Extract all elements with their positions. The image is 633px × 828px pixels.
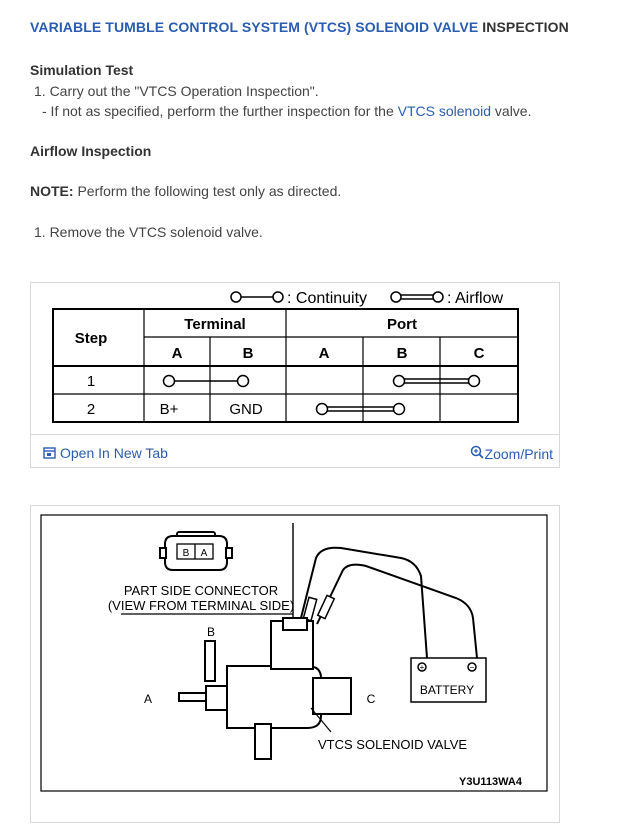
- solenoid-diagram-image: B A PART SIDE CONNECTOR (VIEW FROM TERMI…: [40, 514, 548, 792]
- zoom-print-label: Zoom/Print: [484, 446, 553, 462]
- legend-airflow-node-right: [432, 291, 444, 303]
- diagram-figure: B A PART SIDE CONNECTOR (VIEW FROM TERMI…: [30, 505, 560, 823]
- solenoid-valve: [178, 617, 352, 760]
- row-2-terminal-a: B+: [160, 401, 179, 418]
- battery-label: BATTERY: [420, 683, 474, 697]
- part-side-connector: [159, 531, 233, 571]
- legend-continuity-node-left: [230, 291, 242, 303]
- legend-airflow-node-left: [390, 291, 402, 303]
- airflow-step-1: 1. Remove the VTCS solenoid valve.: [34, 224, 263, 240]
- open-new-tab-link[interactable]: Open In New Tab: [43, 445, 168, 461]
- open-new-tab-label: Open In New Tab: [60, 445, 168, 461]
- vtcs-solenoid-link[interactable]: VTCS solenoid: [397, 103, 492, 119]
- header-port-b: B: [397, 345, 408, 362]
- simulation-heading: Simulation Test: [30, 62, 134, 78]
- table-figure: : Continuity : Airflow Step Terminal Por…: [30, 282, 560, 468]
- port-a-label: A: [144, 692, 152, 706]
- battery-minus-icon: −: [470, 663, 475, 672]
- simulation-substep: - If not as specified, perform the furth…: [42, 103, 531, 119]
- header-port: Port: [387, 316, 417, 333]
- page-title-main: VARIABLE TUMBLE CONTROL SYSTEM (VTCS) SO…: [30, 19, 479, 35]
- table-grid: [52, 308, 519, 423]
- header-terminal-b: B: [243, 345, 254, 362]
- valve-label: VTCS SOLENOID VALVE: [318, 737, 467, 752]
- row-1-step: 1: [87, 373, 95, 390]
- header-terminal: Terminal: [184, 316, 245, 333]
- substep-prefix: - If not as specified, perform the furth…: [42, 103, 398, 119]
- port-b-label: B: [207, 625, 215, 639]
- note: NOTE: Perform the following test only as…: [30, 183, 341, 199]
- test-leads: [300, 546, 478, 659]
- battery-plus-icon: +: [420, 663, 425, 672]
- note-text: Perform the following test only as direc…: [73, 183, 342, 199]
- header-terminal-a: A: [172, 345, 183, 362]
- header-step: Step: [75, 330, 108, 347]
- table-figure-toolbar: Open In New Tab Zoom/Print: [31, 434, 559, 467]
- zoom-icon: [470, 445, 484, 459]
- header-port-a: A: [319, 345, 330, 362]
- probe-tips: [302, 594, 336, 622]
- legend: [230, 291, 444, 303]
- legend-continuity-node-right: [272, 291, 284, 303]
- row-1-airflow-symbol: [392, 374, 481, 388]
- connector-pin-a: A: [201, 548, 208, 559]
- row-2-step: 2: [87, 401, 95, 418]
- zoom-print-link[interactable]: Zoom/Print: [470, 445, 553, 462]
- page-title-suffix: INSPECTION: [478, 19, 569, 35]
- legend-continuity-label: : Continuity: [287, 290, 367, 307]
- simulation-step-1: 1. Carry out the "VTCS Operation Inspect…: [34, 83, 319, 99]
- connector-caption-1: PART SIDE CONNECTOR: [124, 583, 278, 598]
- header-port-c: C: [474, 345, 485, 362]
- substep-suffix: valve.: [491, 103, 532, 119]
- open-new-tab-icon: [43, 447, 56, 459]
- row-2-airflow-symbol: [315, 402, 406, 416]
- airflow-heading: Airflow Inspection: [30, 143, 152, 159]
- port-c-label: C: [367, 692, 376, 706]
- legend-airflow-label: : Airflow: [447, 290, 503, 307]
- connector-caption-2: (VIEW FROM TERMINAL SIDE): [108, 598, 294, 613]
- note-label: NOTE:: [30, 183, 74, 199]
- figure-code: Y3U113WA4: [459, 776, 523, 788]
- battery: [410, 657, 487, 703]
- row-1-continuity-symbol: [162, 374, 250, 388]
- inspection-table-image: : Continuity : Airflow Step Terminal Por…: [52, 290, 519, 423]
- row-2-terminal-b: GND: [229, 401, 263, 418]
- connector-pin-b: B: [183, 548, 190, 559]
- valve-leader-line: [310, 707, 332, 733]
- page-title: VARIABLE TUMBLE CONTROL SYSTEM (VTCS) SO…: [30, 19, 569, 35]
